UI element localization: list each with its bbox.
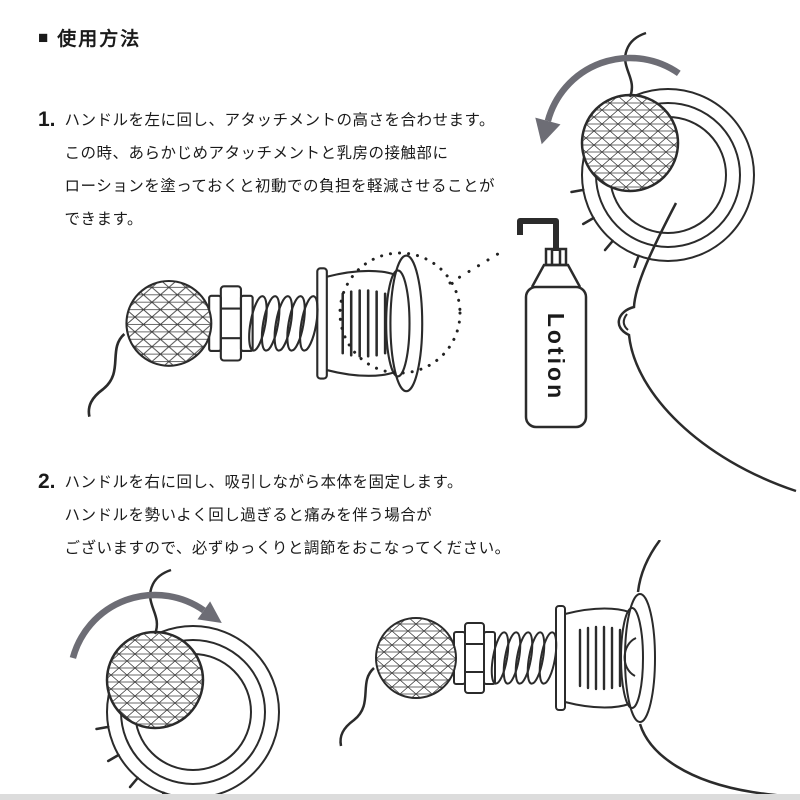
step-1: 1. ハンドルを左に回し、アタッチメントの高さを合わせます。 この時、あらかじめ… [38,104,495,236]
page-title: ■ 使用方法 [38,24,141,51]
lotion-bottle: Lotion [517,218,588,429]
dotted-detail-circle [338,251,462,375]
lotion-label: Lotion [543,313,569,401]
illustration-device-attached [339,540,800,799]
step-1-text: ハンドルを左に回し、アタッチメントの高さを合わせます。 この時、あらかじめアタッ… [65,104,495,236]
page-title-text: 使用方法 [57,29,142,50]
illustration-step2-row [69,540,800,800]
step-1-line-1: ハンドルを左に回し、アタッチメントの高さを合わせます。 [64,112,495,129]
step-2-line-2: ハンドルを勢いよく回し過ぎると痛みを伴う場合が [64,507,433,524]
step-2-line-1: ハンドルを右に回し、吸引しながら本体を固定します。 [64,474,463,491]
step-1-number: 1. [38,108,56,131]
rotate-right-arrow-icon [69,591,222,659]
step-2-line-3: ございますので、必ずゆっくりと調節をおこなってください。 [64,540,511,557]
dotted-callout-line [448,247,508,285]
step-1-line-3: ローションを塗っておくと初動での負担を軽減させることが [64,178,495,195]
step-2-number: 2. [38,470,56,493]
step-1-line-2: この時、あらかじめアタッチメントと乳房の接触部に [64,145,449,162]
bottom-strip [0,794,800,800]
illustration-handle-turn-right [69,568,281,800]
illustration-device-lotion: Lotion [87,202,797,493]
section-marker-icon: ■ [38,28,51,47]
nipple-outline [623,637,637,677]
breast-outline-2 [623,540,800,799]
breast-outline [617,202,797,493]
rotate-left-arrow-icon [535,54,681,145]
step-2: 2. ハンドルを右に回し、吸引しながら本体を固定します。 ハンドルを勢いよく回し… [38,466,511,565]
step-2-text: ハンドルを右に回し、吸引しながら本体を固定します。 ハンドルを勢いよく回し過ぎる… [65,466,511,565]
step-1-line-4: できます。 [64,211,143,228]
pump-nozzle [517,218,559,251]
illustration-handle-turn-left [535,31,756,268]
